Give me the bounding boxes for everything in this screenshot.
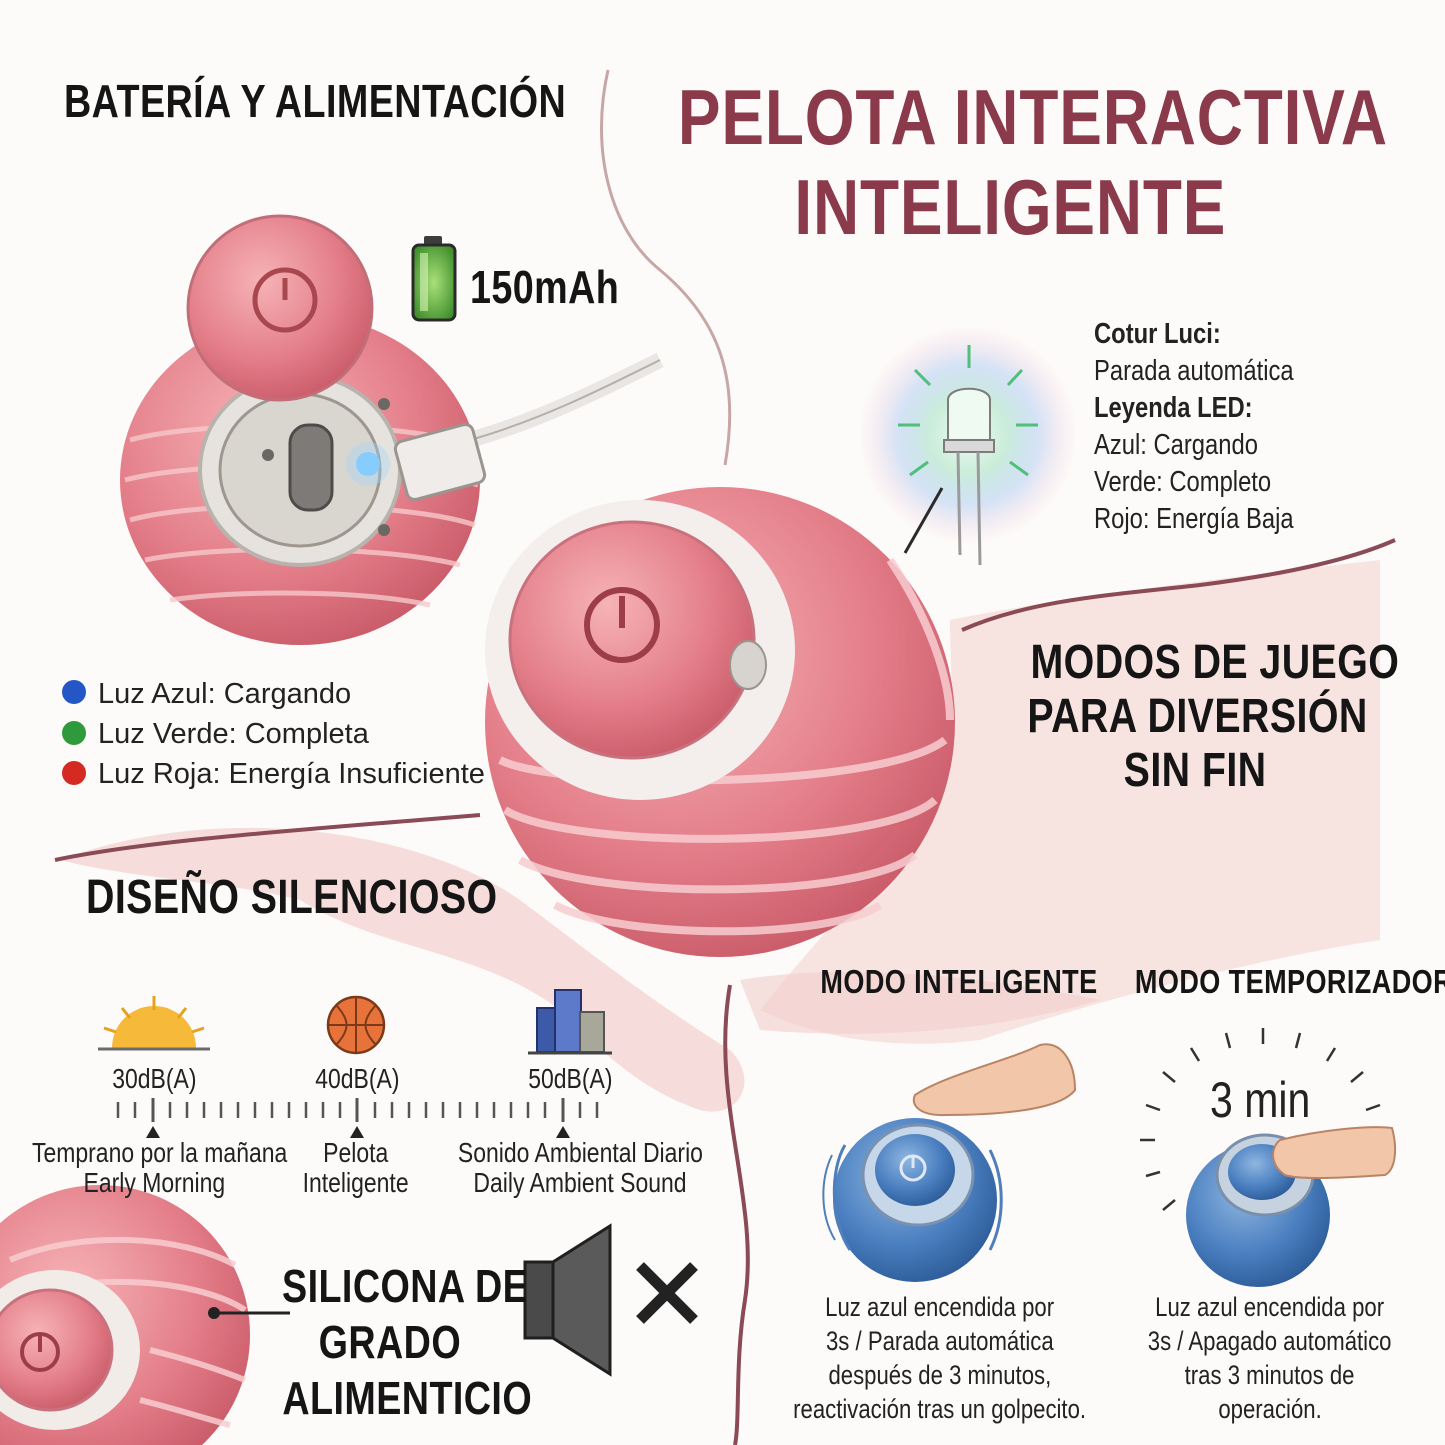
led-legend-subtitle: Leyenda LED: [1094,392,1253,424]
battery-icon [411,236,457,322]
db-level-30: 30dB(A) [111,1063,197,1094]
muted-speaker-icon [523,1223,698,1377]
timer-mode-title: MODO TEMPORIZADOR [1134,963,1445,1000]
main-ball-illustration [485,487,955,957]
battery-capacity: 150mAh [470,261,620,313]
led-legend-item: Azul: Cargando [1094,429,1258,461]
legend-item-blue: Luz Azul: Cargando [98,678,352,710]
smart-mode-illustration [822,1043,1077,1282]
led-legend-line: Parada automática [1094,355,1294,387]
battery-legend: Luz Azul: Cargando Luz Verde: Completa L… [98,674,485,794]
title-line-2: INTELIGENTE [794,163,1226,251]
timer-dial-icon [1140,1028,1386,1211]
watercolor-wash [60,827,745,1112]
noise-scale [116,1098,599,1122]
led-legend-item: Verde: Completo [1094,466,1272,498]
battery-heading: BATERÍA Y ALIMENTACIÓN [64,75,567,127]
smart-mode-title: MODO INTELIGENTE [820,963,1098,1000]
silent-heading: DISEÑO SILENCIOSO [86,871,498,924]
legend-item-green: Luz Verde: Completa [98,718,369,750]
title-line-1: PELOTA INTERACTIVA [677,73,1388,161]
green-dot [62,721,86,745]
led-legend: Cotur Luci: Parada automática Leyenda LE… [1094,316,1337,538]
level-label-ambient: Sonido Ambiental Diario Daily Ambient So… [457,1137,703,1198]
led-icon [858,325,1078,566]
timer-label: 3 min [1209,1072,1311,1128]
sunrise-icon [98,996,210,1051]
led-legend-title: Cotur Luci: [1094,318,1221,350]
legend-item-red: Luz Roja: Energía Insuficiente [98,758,485,790]
red-dot [62,761,86,785]
silicone-ball-illustration [0,1185,290,1445]
page-title: PELOTA INTERACTIVA INTELIGENTE [600,72,1420,252]
city-icon [528,989,612,1055]
led-legend-item: Rojo: Energía Baja [1094,503,1294,535]
modes-heading: MODOS DE JUEGO PARA DIVERSIÓN SIN FIN [1027,636,1400,797]
basketball-icon [326,995,386,1055]
smart-mode-description: Luz azul encendida por 3s / Parada autom… [793,1292,1087,1424]
db-level-40: 40dB(A) [314,1063,400,1094]
db-level-50: 50dB(A) [527,1063,613,1094]
level-label-ball: Pelota Inteligente [303,1137,409,1198]
timer-mode-illustration [1186,1126,1397,1287]
timer-mode-description: Luz azul encendida por 3s / Apagado auto… [1148,1292,1392,1424]
level-label-morning: Temprano por la mañana Early Morning [32,1137,288,1198]
blue-dot [62,680,86,704]
open-ball-illustration [120,214,664,645]
material-label: SILICONA DE GRADO ALIMENTICIO [282,1260,533,1424]
